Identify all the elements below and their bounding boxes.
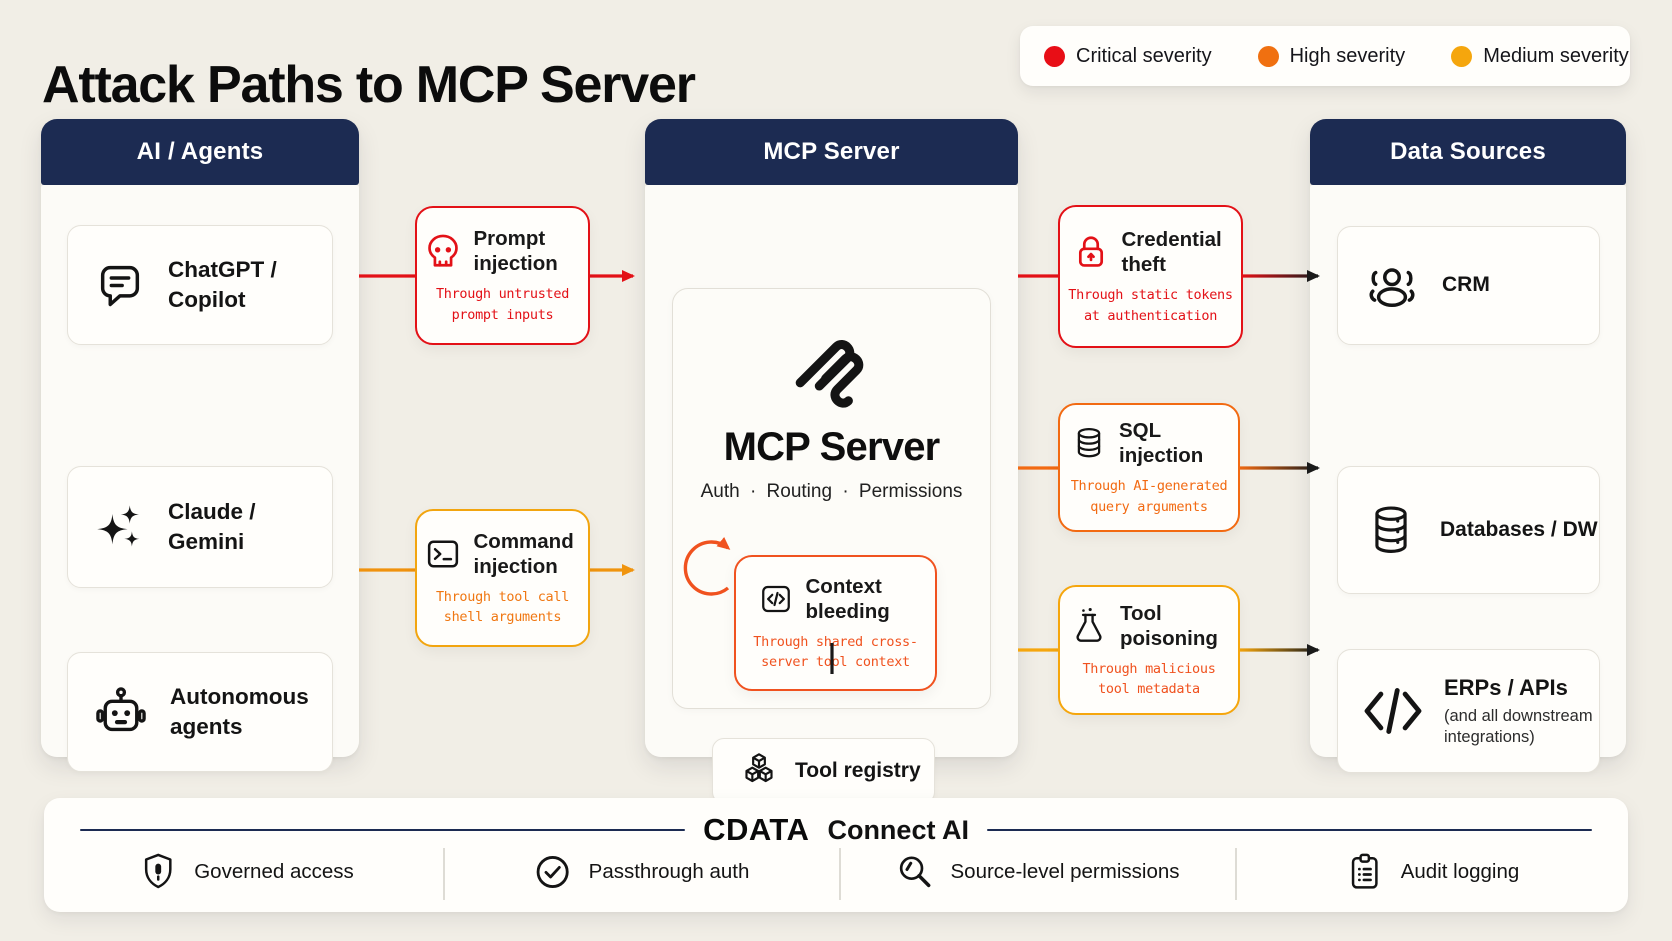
brand-divider-line <box>80 828 686 832</box>
footer-label: Audit logging <box>1400 860 1520 883</box>
code-square-icon <box>758 581 794 617</box>
database-stack-icon <box>1364 503 1418 557</box>
attack-credential-theft: Credential theft Through static tokens a… <box>1058 205 1243 348</box>
footer-divider <box>1235 848 1237 900</box>
node-autonomous-agents: Autonomous agents <box>67 652 333 772</box>
high-severity-dot <box>1257 45 1279 67</box>
search-icon <box>894 852 934 892</box>
database-icon <box>1071 425 1107 461</box>
node-databases-dw: Databases / DW <box>1337 466 1600 594</box>
column-body: ChatGPT / Copilot Claude / Gemini <box>41 185 359 772</box>
column-header-data-sources: Data Sources <box>1310 119 1626 185</box>
column-header-ai-agents: AI / Agents <box>41 119 359 185</box>
footer-item-source-level-permissions: Source-level permissions <box>894 852 1180 892</box>
brand-divider-line <box>986 828 1593 832</box>
legend-label: Critical severity <box>1076 44 1212 67</box>
terminal-icon <box>424 535 462 573</box>
sparkles-icon <box>94 501 146 553</box>
footer-label: Passthrough auth <box>588 860 750 883</box>
severity-legend: Critical severity High severity Medium s… <box>1020 26 1630 86</box>
shield-icon <box>138 852 178 892</box>
attack-subtitle: Through tool call shell arguments <box>435 588 570 625</box>
attack-subtitle: Through AI-generated query arguments <box>1070 478 1228 515</box>
legend-item-medium: Medium severity <box>1451 45 1629 68</box>
node-label: Claude / Gemini <box>168 498 256 554</box>
footer-label: Governed access <box>194 860 354 883</box>
node-label: Tool registry <box>795 758 921 782</box>
mcp-core-card: MCP Server Auth · Routing · Permissions … <box>672 288 991 709</box>
column-mcp-server: MCP Server MCP Server Auth · Routing · P… <box>645 119 1018 804</box>
connect-ai-label: Connect AI <box>827 814 969 845</box>
attack-subtitle: Through static tokens at authentication <box>1068 287 1233 324</box>
attack-subtitle: Through untrusted prompt inputs <box>435 286 570 323</box>
attack-title: Prompt injection <box>473 227 558 276</box>
clipboard-icon <box>1345 852 1385 892</box>
cubes-icon <box>739 751 779 791</box>
node-sublabel: (and all downstream integrations) <box>1444 706 1593 747</box>
node-label: Autonomous agents <box>170 683 309 739</box>
code-brackets-icon <box>1364 682 1422 740</box>
node-label: ERPs / APIs <box>1444 675 1568 701</box>
page-title: Attack Paths to MCP Server <box>42 55 696 114</box>
node-label: ChatGPT / Copilot <box>168 256 277 312</box>
node-crm: CRM <box>1337 226 1600 345</box>
node-chatgpt-copilot: ChatGPT / Copilot <box>67 225 333 345</box>
attack-subtitle: Through malicious tool metadata <box>1082 660 1216 697</box>
check-circle-icon <box>533 852 573 892</box>
attack-prompt-injection: Prompt injection Through untrusted promp… <box>415 206 590 345</box>
attack-title: Tool poisoning <box>1120 601 1218 650</box>
critical-severity-dot <box>1044 45 1065 67</box>
mcp-server-capabilities: Auth · Routing · Permissions <box>700 481 963 502</box>
legend-label: High severity <box>1289 44 1406 67</box>
column-data-sources: Data Sources CRM <box>1310 119 1626 773</box>
lock-icon <box>1072 233 1110 271</box>
legend-label: Medium severity <box>1483 44 1629 67</box>
flask-icon <box>1070 607 1108 645</box>
footer-divider <box>443 848 445 900</box>
footer-item-passthrough-auth: Passthrough auth <box>533 852 750 892</box>
column-ai-agents: AI / Agents ChatGPT / Copilot Claude / G… <box>41 119 359 772</box>
legend-item-high: High severity <box>1257 44 1406 68</box>
attack-command-injection: Command injection Through tool call shel… <box>415 509 590 647</box>
attack-title: Credential theft <box>1121 228 1222 277</box>
cdata-logo: CDATA <box>703 812 810 847</box>
attack-subtitle: Through shared cross-server tool context <box>753 633 918 670</box>
footer-panel: CDATA Connect AI Governed access Passthr… <box>44 798 1628 912</box>
column-body: CRM Databases / DW <box>1310 185 1626 773</box>
mcp-logo-icon <box>673 315 990 421</box>
node-label: CRM <box>1442 273 1490 297</box>
chat-bubble-icon <box>94 259 146 311</box>
brand-row: CDATA Connect AI <box>44 798 1628 848</box>
column-header-mcp-server: MCP Server <box>645 119 1018 185</box>
column-body: MCP Server Auth · Routing · Permissions … <box>645 185 1018 804</box>
node-tool-registry: Tool registry <box>712 738 935 804</box>
node-claude-gemini: Claude / Gemini <box>67 466 333 588</box>
skull-icon <box>424 232 462 270</box>
footer-item-audit-logging: Audit logging <box>1345 852 1520 892</box>
node-label: Databases / DW <box>1440 517 1598 541</box>
robot-icon <box>94 685 148 739</box>
attack-title: Command injection <box>473 529 574 578</box>
footer-divider <box>839 848 841 900</box>
node-erps-apis: ERPs / APIs (and all downstream integrat… <box>1337 649 1600 773</box>
users-icon <box>1364 258 1420 314</box>
footer-label: Source-level permissions <box>950 860 1180 883</box>
attack-context-bleeding: Context bleeding Through shared cross-se… <box>734 555 937 691</box>
attack-tool-poisoning: Tool poisoning Through malicious tool me… <box>1058 585 1240 715</box>
attack-title: SQL injection <box>1119 419 1204 468</box>
attack-sql-injection: SQL injection Through AI-generated query… <box>1058 403 1240 532</box>
attack-title: Context bleeding <box>805 574 890 623</box>
mcp-server-title: MCP Server <box>723 425 941 469</box>
medium-severity-dot <box>1451 45 1473 67</box>
footer-item-governed-access: Governed access <box>138 852 354 892</box>
legend-item-critical: Critical severity <box>1044 45 1212 68</box>
